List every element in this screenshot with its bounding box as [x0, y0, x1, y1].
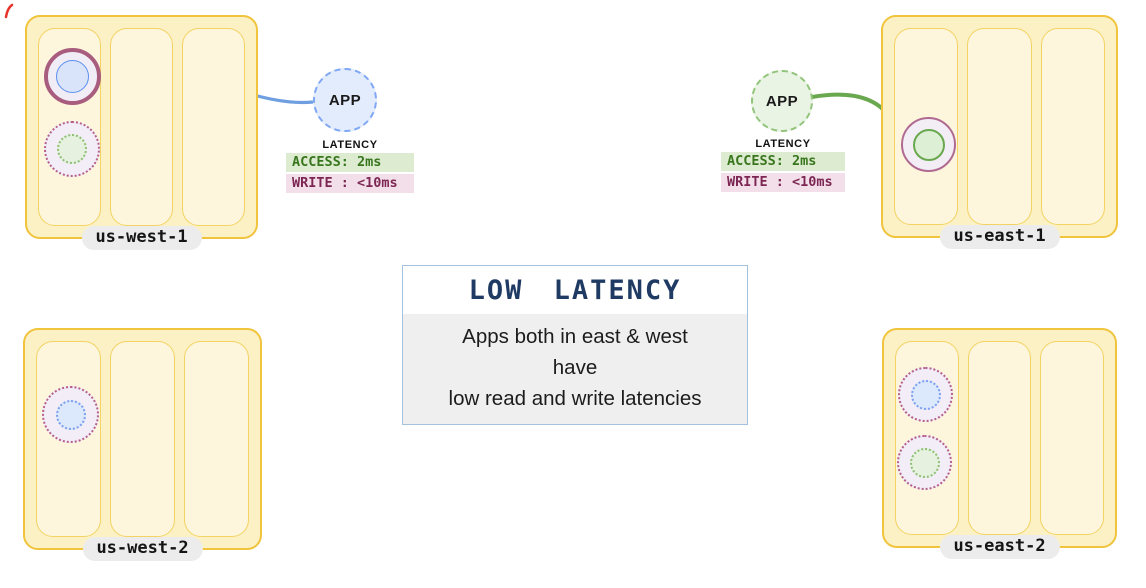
ghost-replica-node — [44, 121, 100, 177]
info-box-header: LOW LATENCY — [403, 266, 747, 314]
access-latency-row: ACCESS: 2ms — [286, 153, 414, 172]
region-label: us-east-1 — [939, 225, 1060, 249]
region-label: us-west-2 — [82, 537, 203, 561]
replica-core — [55, 399, 86, 430]
zone — [967, 341, 1032, 535]
latency-block-east: LATENCY ACCESS: 2ms WRITE : <10ms — [721, 138, 845, 192]
app-label: APP — [765, 92, 799, 110]
ghost-replica-node — [897, 435, 952, 490]
info-line: Apps both in east & west — [462, 325, 688, 348]
ghost-replica-node — [42, 386, 99, 443]
region-us-west-1: us-west-1 — [25, 15, 258, 250]
info-box-title: LOW LATENCY — [468, 275, 682, 306]
write-latency-row: WRITE : <10ms — [721, 173, 845, 192]
latency-block-west: LATENCY ACCESS: 2ms WRITE : <10ms — [286, 139, 414, 193]
zone — [182, 28, 245, 226]
latency-title: LATENCY — [755, 138, 811, 150]
replica-core — [56, 60, 89, 93]
primary-replica-node — [44, 48, 101, 105]
info-box: LOW LATENCY Apps both in east & west hav… — [402, 265, 748, 425]
info-line: low read and write latencies — [448, 387, 702, 410]
region-label: us-west-1 — [81, 226, 202, 250]
zone — [1040, 341, 1105, 535]
availability-zones — [895, 341, 1105, 535]
region-us-east-1: us-east-1 — [881, 15, 1118, 249]
app-label: APP — [328, 91, 362, 109]
latency-title: LATENCY — [322, 139, 378, 151]
replica-core — [910, 379, 941, 410]
region-label: us-east-2 — [939, 535, 1060, 559]
info-line: have — [552, 356, 598, 379]
replica-node — [901, 117, 956, 172]
region-us-east-2: us-east-2 — [882, 328, 1117, 559]
zone — [110, 28, 173, 226]
replica-core — [57, 134, 87, 164]
info-box-body: Apps both in east & west have low read a… — [403, 314, 747, 424]
write-latency-row: WRITE : <10ms — [286, 174, 414, 193]
region-us-west-2: us-west-2 — [23, 328, 262, 561]
access-latency-row: ACCESS: 2ms — [721, 152, 845, 171]
zone — [1040, 28, 1105, 225]
ghost-replica-node — [898, 367, 953, 422]
corner-red-mark — [4, 3, 14, 19]
zone — [184, 341, 249, 537]
zone — [110, 341, 175, 537]
zone — [967, 28, 1032, 225]
replica-core — [912, 128, 945, 161]
replica-core — [909, 447, 940, 478]
app-circle-east: APP — [751, 70, 813, 132]
app-circle-west: APP — [313, 68, 377, 132]
